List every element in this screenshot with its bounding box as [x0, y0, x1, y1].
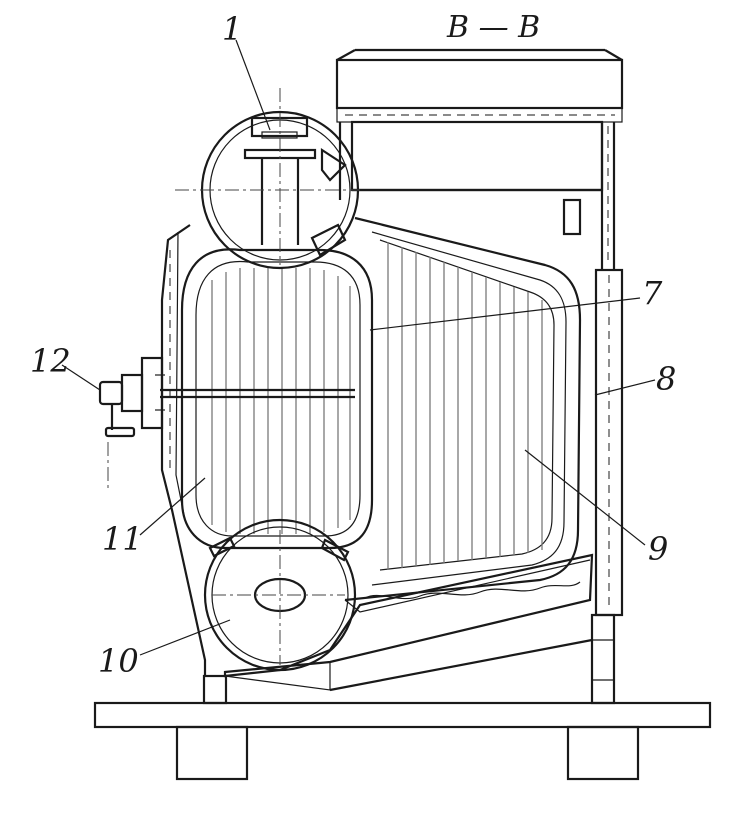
burner-valve: [98, 356, 355, 492]
leader-lines: [61, 39, 656, 656]
top-casing: [335, 48, 624, 236]
section-title: B — B: [446, 10, 540, 45]
callout-8: 8: [656, 360, 676, 398]
support-legs: [202, 613, 616, 705]
right-wall-panel: [594, 122, 624, 617]
upper-drum: [175, 88, 360, 270]
callout-labels: 1 7 8 9 10 11 12: [30, 10, 676, 680]
furnace-chamber: [180, 248, 374, 550]
callout-7: 7: [642, 274, 663, 312]
lower-drum: [203, 518, 357, 672]
callout-12: 12: [30, 342, 71, 380]
convection-tube-bank: [344, 216, 591, 613]
callout-10: 10: [98, 642, 139, 680]
refractory-floor: [223, 553, 594, 691]
callout-11: 11: [102, 520, 143, 558]
callout-9: 9: [648, 530, 668, 568]
foundation: [93, 701, 712, 781]
callout-1: 1: [222, 10, 242, 48]
